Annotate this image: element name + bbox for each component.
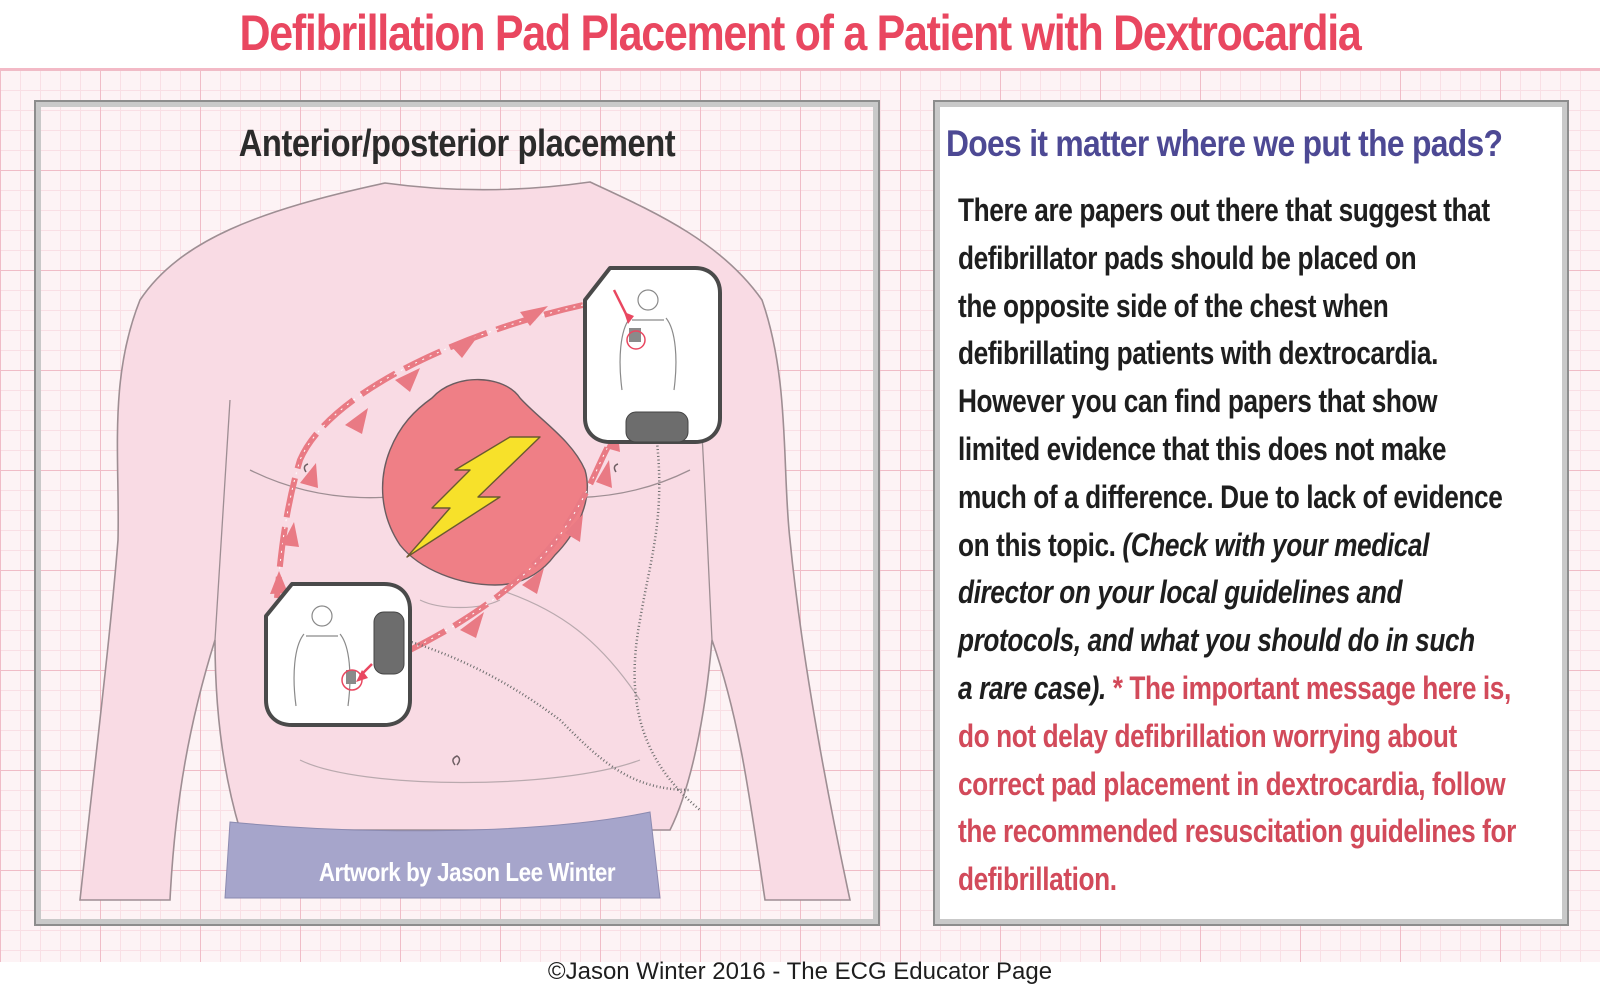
explanation-line: defibrillation. xyxy=(958,856,1532,904)
explanation-panel: Does it matter where we put the pads? Th… xyxy=(933,100,1569,926)
explanation-line: director on your local guidelines and xyxy=(958,569,1532,617)
explanation-line: a rare case). * The important message he… xyxy=(958,665,1532,713)
explanation-text-run: defibrillation. xyxy=(958,861,1117,898)
explanation-line: There are papers out there that suggest … xyxy=(958,187,1532,235)
explanation-text-run: do not delay defibrillation worrying abo… xyxy=(958,717,1457,754)
explanation-text-run: However you can find papers that show xyxy=(958,383,1438,420)
defibrillator-pad-icon xyxy=(264,582,412,727)
explanation-text-run: defibrillator pads should be placed on xyxy=(958,239,1417,276)
current-flow-arrows-lower xyxy=(408,441,613,653)
explanation-line: on this topic. (Check with your medical xyxy=(958,522,1532,570)
explanation-line: However you can find papers that show xyxy=(958,378,1532,426)
explanation-line: correct pad placement in dextrocardia, f… xyxy=(958,761,1532,809)
explanation-line: the opposite side of the chest when xyxy=(958,283,1532,331)
explanation-line: defibrillator pads should be placed on xyxy=(958,235,1532,283)
explanation-text-run: the recommended resuscitation guidelines… xyxy=(958,813,1516,850)
page-title: Defibrillation Pad Placement of a Patien… xyxy=(239,5,1361,61)
defibrillator-pad-icon xyxy=(583,266,722,444)
explanation-text-run: on this topic. xyxy=(958,526,1123,563)
lightning-bolt-icon xyxy=(406,436,541,558)
explanation-body: There are papers out there that suggest … xyxy=(958,187,1532,904)
explanation-text-run: director on your local guidelines and xyxy=(958,574,1403,611)
explanation-text-run: defibrillating patients with dextrocardi… xyxy=(958,335,1438,372)
explanation-text-run: limited evidence that this does not make xyxy=(958,430,1447,467)
copyright-footer: ©Jason Winter 2016 - The ECG Educator Pa… xyxy=(547,958,1053,985)
explanation-text-run: There are papers out there that suggest … xyxy=(958,192,1490,228)
explanation-text-run: protocols, and what you should do in suc… xyxy=(958,622,1475,659)
explanation-text-run: correct pad placement in dextrocardia, f… xyxy=(958,765,1506,802)
explanation-text-run: * The important message here is, xyxy=(1105,669,1512,706)
placement-diagram-panel: Anterior/posterior placement xyxy=(34,100,880,926)
explanation-line: protocols, and what you should do in suc… xyxy=(958,617,1532,665)
diagram-heading: Anterior/posterior placement xyxy=(238,123,676,165)
explanation-text-run: much of a difference. Due to lack of evi… xyxy=(958,478,1503,515)
explanation-heading: Does it matter where we put the pads? xyxy=(946,123,1503,164)
explanation-line: defibrillating patients with dextrocardi… xyxy=(958,330,1532,378)
artwork-credit: Artwork by Jason Lee Winter xyxy=(318,857,616,887)
explanation-text-run: (Check with your medical xyxy=(1122,526,1429,563)
explanation-line: limited evidence that this does not make xyxy=(958,426,1532,474)
waistband xyxy=(224,811,661,899)
explanation-text-run: a rare case). xyxy=(958,669,1106,706)
explanation-line: much of a difference. Due to lack of evi… xyxy=(958,474,1532,522)
explanation-line: do not delay defibrillation worrying abo… xyxy=(958,713,1532,761)
explanation-text-run: the opposite side of the chest when xyxy=(958,287,1389,324)
explanation-line: the recommended resuscitation guidelines… xyxy=(958,808,1532,856)
current-flow-arrows-upper xyxy=(274,302,584,599)
